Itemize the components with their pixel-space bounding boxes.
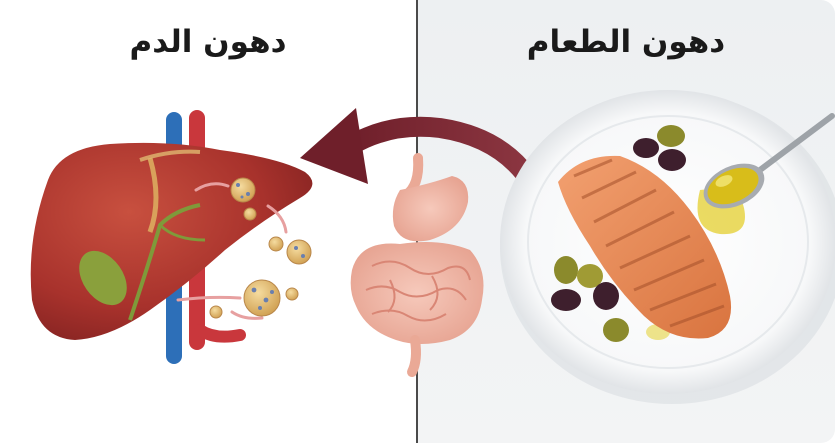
stomach-shape <box>393 176 468 241</box>
liver-illustration <box>31 110 313 364</box>
digestive-tract-illustration <box>351 158 484 372</box>
salmon-plate-illustration <box>500 90 835 404</box>
intestines-shape <box>351 242 484 344</box>
